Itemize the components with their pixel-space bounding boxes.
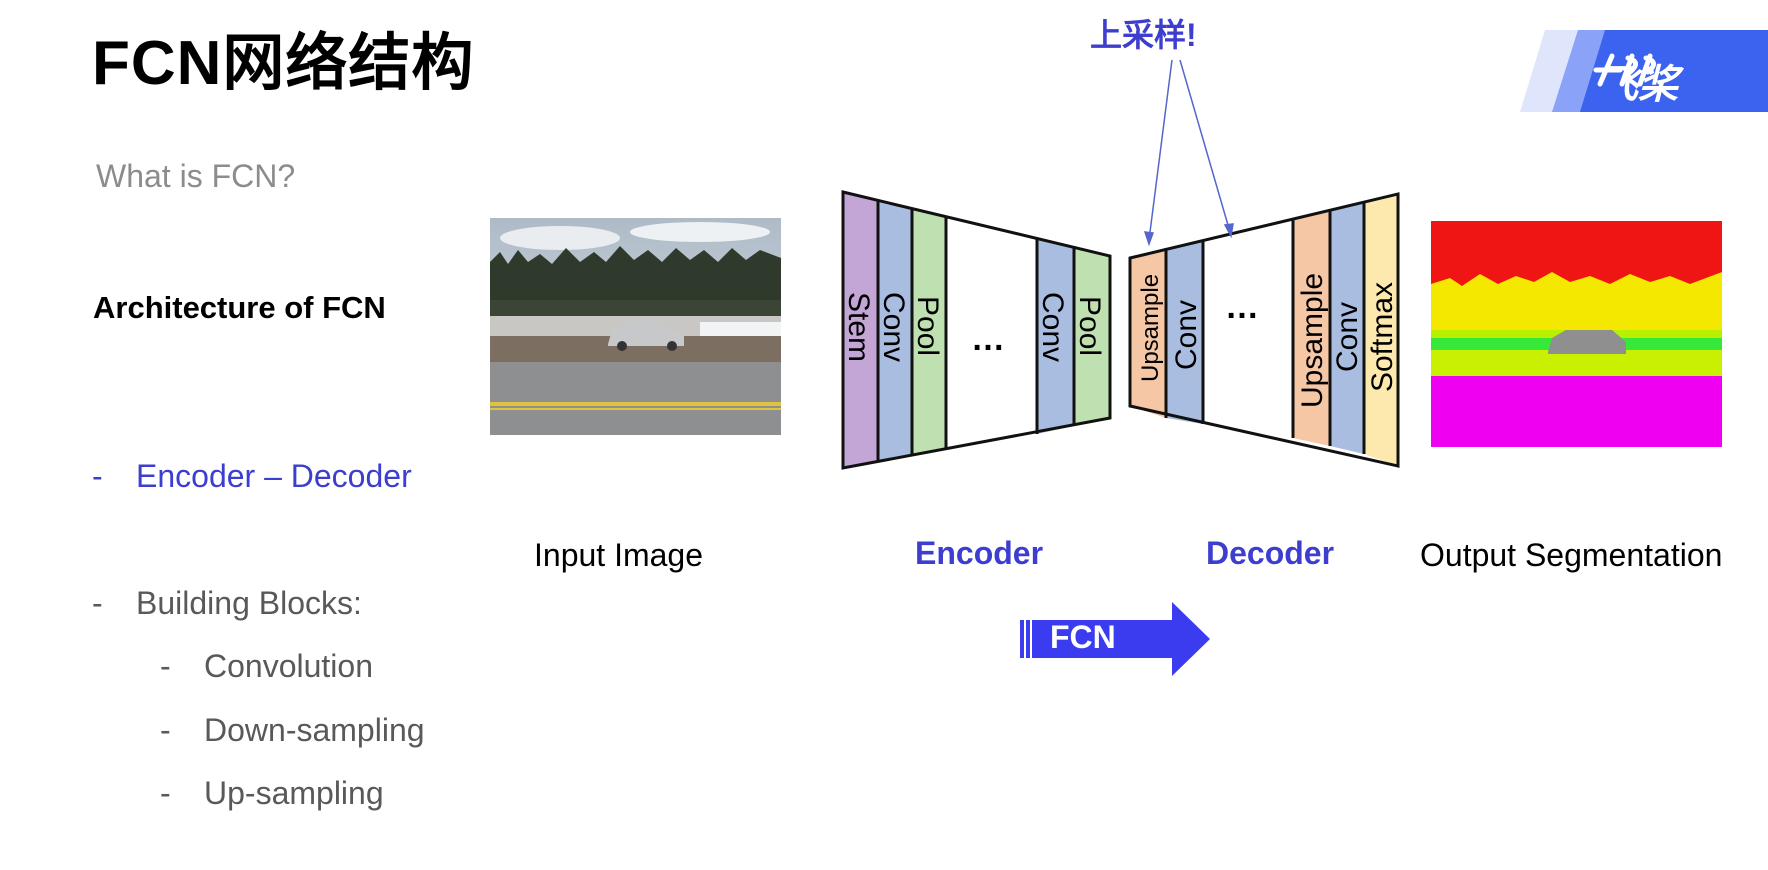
upsample-layer — [1130, 248, 1166, 418]
conv-layer — [1166, 240, 1203, 424]
bullet-convolution: -Convolution — [160, 648, 373, 685]
encoder-ellipsis: … — [971, 320, 1005, 358]
bullet-dash: - — [92, 585, 103, 621]
input-image-caption: Input Image — [534, 537, 703, 573]
fcn-arrow — [1020, 602, 1210, 676]
decoder-block: Upsample Conv Upsample Conv Softmax … — [1128, 192, 1400, 468]
bullet-encoder-decoder: -Encoder – Decoder — [92, 458, 412, 495]
conv-label: Conv — [1036, 292, 1069, 362]
encoder-block: Stem Conv Pool Conv Pool … — [841, 190, 1112, 470]
output-segmentation — [1431, 221, 1722, 447]
bullet-text: Building Blocks: — [136, 585, 362, 621]
bullet-up-sampling: -Up-sampling — [160, 775, 384, 812]
bullet-text: Up-sampling — [204, 775, 384, 811]
stem-label: Stem — [842, 292, 875, 362]
bullet-text: Down-sampling — [204, 712, 425, 748]
softmax-label: Softmax — [1366, 282, 1399, 392]
upsample-layer — [1293, 210, 1330, 446]
section-heading: Architecture of FCN — [93, 290, 386, 325]
upsample-callout: 上采样! — [1090, 17, 1197, 53]
decoder-gap — [1203, 218, 1293, 438]
bullet-dash: - — [92, 458, 103, 494]
conv-label: Conv — [1331, 302, 1364, 372]
encoder-label: Encoder — [915, 535, 1044, 571]
car-shape — [608, 322, 684, 351]
upsample-label: Upsample — [1296, 273, 1329, 408]
bullet-dash: - — [160, 775, 171, 811]
bullet-text: Encoder – Decoder — [136, 458, 412, 494]
input-image — [490, 218, 781, 435]
conv-layer — [878, 200, 912, 462]
upsample-label: Upsample — [1137, 274, 1164, 382]
bullet-down-sampling: -Down-sampling — [160, 712, 425, 749]
pool-layer — [1074, 246, 1110, 426]
softmax-layer — [1364, 194, 1398, 466]
bullet-dash: - — [160, 712, 171, 748]
subtitle: What is FCN? — [96, 158, 296, 194]
bullet-building-blocks: -Building Blocks: — [92, 585, 362, 622]
paddle-logo — [1520, 30, 1768, 112]
output-segmentation-caption: Output Segmentation — [1420, 537, 1723, 573]
bullet-dash: - — [160, 648, 171, 684]
pool-layer — [912, 208, 946, 456]
conv-layer — [1330, 202, 1364, 454]
bullet-text: Convolution — [204, 648, 373, 684]
logo-text: 飞桨 — [1598, 63, 1678, 107]
paddle-logo-icon — [1593, 53, 1656, 87]
stem-layer — [843, 192, 878, 468]
fcn-arrow-label: FCN — [1050, 619, 1116, 655]
car-segment — [1548, 330, 1626, 354]
page-title: FCN网络结构 — [92, 29, 475, 98]
conv-label: Conv — [877, 292, 910, 362]
pool-label: Pool — [911, 296, 944, 356]
decoder-label: Decoder — [1206, 535, 1335, 571]
conv-label: Conv — [1170, 300, 1203, 370]
pool-label: Pool — [1073, 296, 1106, 356]
decoder-ellipsis: … — [1225, 288, 1259, 326]
encoder-gap — [946, 216, 1037, 450]
callout-arrows — [1143, 59, 1234, 247]
conv-layer — [1037, 238, 1074, 434]
